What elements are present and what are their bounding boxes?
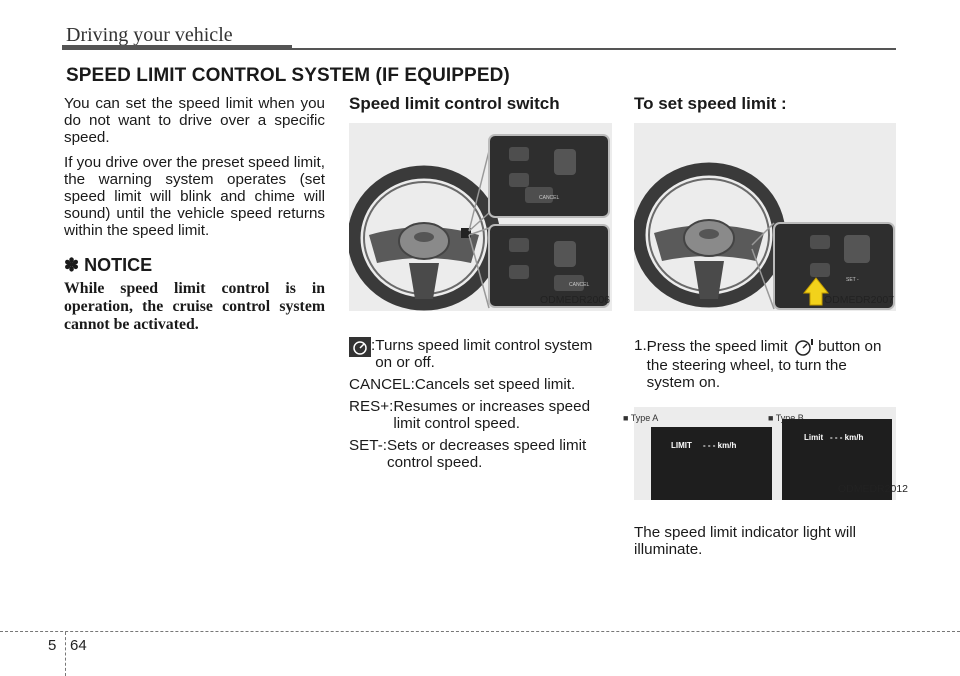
steering-wheel-figure-2: SET - ODMEDR2007 bbox=[632, 123, 896, 311]
lcd-b-speed: - - - km/h bbox=[830, 433, 864, 442]
chapter-number: 5 bbox=[48, 637, 57, 654]
display-type-b: Limit - - - km/h bbox=[782, 419, 892, 500]
column-set-limit: To set speed limit : SET - ODMEDR2007 1.… bbox=[623, 94, 908, 558]
type-a-label: ■ Type A bbox=[623, 413, 659, 423]
cancel-label-bottom: CANCEL bbox=[569, 282, 590, 288]
def-term: RES+: bbox=[349, 398, 394, 415]
def-text: Cancels set speed limit. bbox=[414, 376, 576, 393]
def-term: : bbox=[371, 337, 376, 354]
chapter-title: Driving your vehicle bbox=[66, 24, 233, 46]
set-limit-heading: To set speed limit : bbox=[634, 94, 787, 113]
closing-text: The speed limit indicator light will ill… bbox=[634, 524, 856, 558]
step-text-a: Press the speed limit bbox=[646, 338, 788, 356]
notice-heading: ✽ NOTICE bbox=[64, 255, 153, 275]
figure-code-3: ODMEDR2012 bbox=[837, 483, 908, 495]
lcd-b-limit: Limit bbox=[804, 433, 824, 442]
def-speed-limit-button: : Turns speed limit control system on or… bbox=[349, 337, 612, 371]
intro-paragraph-1: You can set the speed limit when you do … bbox=[64, 95, 325, 146]
step-1: 1. Press the speed limit button on the s… bbox=[634, 337, 896, 391]
def-text: Sets or decreases speed limit control sp… bbox=[386, 437, 587, 471]
header-rule-thin bbox=[292, 48, 896, 50]
cluster-display-figure: ■ Type A ■ Type B LIMIT - - - km/h Limit… bbox=[623, 407, 908, 500]
figure-code: ODMEDR2006 bbox=[539, 294, 610, 306]
steering-wheel-figure: CANCEL CANCEL ODMEDR2006 bbox=[347, 123, 612, 311]
steering-wheel-arrow-illustration: SET - bbox=[632, 162, 895, 310]
column-intro: You can set the speed limit when you do … bbox=[64, 95, 325, 334]
set-label: SET - bbox=[846, 277, 859, 283]
footer-divider bbox=[65, 632, 66, 676]
def-res-plus: RES+: Resumes or increases speed limit c… bbox=[349, 398, 612, 432]
def-set-minus: SET-: Sets or decreases speed limit cont… bbox=[349, 437, 612, 471]
page-number: 64 bbox=[70, 637, 87, 654]
lcd-a-limit: LIMIT bbox=[671, 441, 692, 450]
steering-wheel-illustration: CANCEL CANCEL bbox=[347, 134, 610, 311]
step-text-b: button on the steering wheel, to turn th… bbox=[646, 338, 882, 391]
def-text: Resumes or increases speed limit control… bbox=[393, 398, 591, 432]
display-type-a: LIMIT - - - km/h bbox=[651, 427, 772, 500]
column-switch: Speed limit control switch bbox=[347, 94, 612, 476]
notice-body: While speed limit control is in operatio… bbox=[64, 280, 325, 333]
speed-limit-icon bbox=[792, 337, 814, 357]
figure-code-2: ODMEDR2007 bbox=[823, 294, 894, 306]
up-arrow-icon bbox=[802, 277, 830, 306]
def-term: SET-: bbox=[349, 437, 387, 454]
intro-paragraph-2: If you drive over the preset speed limit… bbox=[64, 154, 325, 239]
def-term: CANCEL: bbox=[349, 376, 415, 393]
switch-heading: Speed limit control switch bbox=[349, 94, 560, 113]
footer-rule bbox=[0, 631, 960, 632]
step-number: 1. bbox=[634, 337, 647, 354]
type-b-label: ■ Type B bbox=[768, 413, 804, 423]
def-cancel: CANCEL: Cancels set speed limit. bbox=[349, 376, 612, 393]
cancel-label-top: CANCEL bbox=[539, 195, 560, 201]
def-text: Turns speed limit control system on or o… bbox=[375, 337, 593, 371]
lcd-a-speed: - - - km/h bbox=[703, 441, 737, 450]
header-rule-thick bbox=[62, 45, 292, 50]
section-title: SPEED LIMIT CONTROL SYSTEM (IF EQUIPPED) bbox=[66, 65, 510, 86]
speed-limit-icon bbox=[349, 337, 371, 357]
